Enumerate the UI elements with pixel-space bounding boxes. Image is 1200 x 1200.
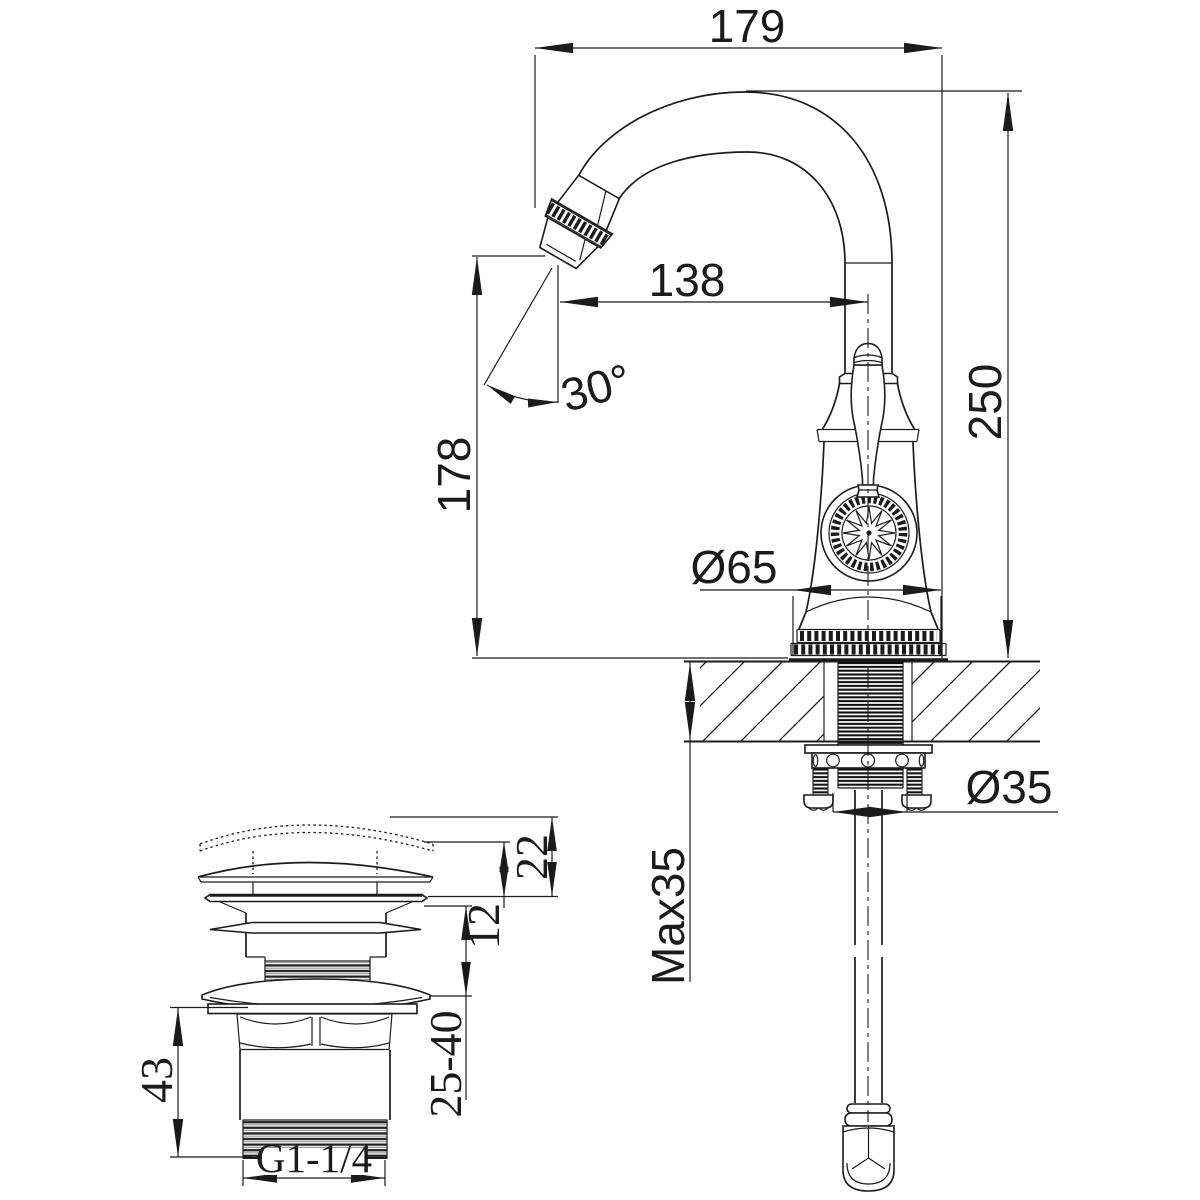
dim-spout-outlet-height: 178: [428, 255, 788, 659]
dim-deck-thickness: Max35: [642, 662, 696, 985]
spout-nozzle: [538, 174, 621, 270]
threaded-shank: [837, 658, 904, 789]
dim-label-30deg: 30°: [556, 353, 637, 421]
dim-spout-angle: 30°: [483, 267, 637, 422]
dim-label-o35: Ø35: [966, 761, 1053, 813]
countertop-cross-section: [684, 660, 1040, 743]
dim-label-o65: Ø65: [691, 541, 778, 593]
dim-overall-height: 250: [746, 90, 1022, 658]
dim-spout-reach: 138: [557, 254, 868, 403]
dim-label-43: 43: [131, 1057, 182, 1103]
dim-label-g1-14: G1-1/4: [256, 1135, 372, 1181]
dim-label-25-40: 25-40: [420, 1010, 471, 1117]
dim-label-22: 22: [506, 834, 557, 880]
dim-label-138: 138: [649, 254, 726, 306]
drain-dim-clamping-range: 25-40: [420, 905, 472, 1118]
drain-dim-thread-size: G1-1/4: [242, 1135, 386, 1186]
dim-label-178: 178: [428, 437, 480, 514]
dim-mounting-hole-diameter: Ø35: [832, 761, 1058, 818]
drain-dim-tailpiece-length: 43: [131, 1006, 252, 1158]
hose-connector-nut: [842, 1125, 895, 1192]
dim-label-max35: Max35: [642, 847, 694, 985]
dim-base-diameter: Ø65: [691, 541, 942, 656]
dim-label-179: 179: [709, 0, 786, 52]
dim-spout-overall-width: 179: [534, 0, 943, 660]
valve-medallion: [820, 484, 918, 582]
drain-dim-cap-height: 22: [390, 816, 558, 898]
spout: [578, 91, 893, 374]
drain-assembly: [197, 824, 434, 1159]
dim-label-250: 250: [959, 364, 1011, 441]
